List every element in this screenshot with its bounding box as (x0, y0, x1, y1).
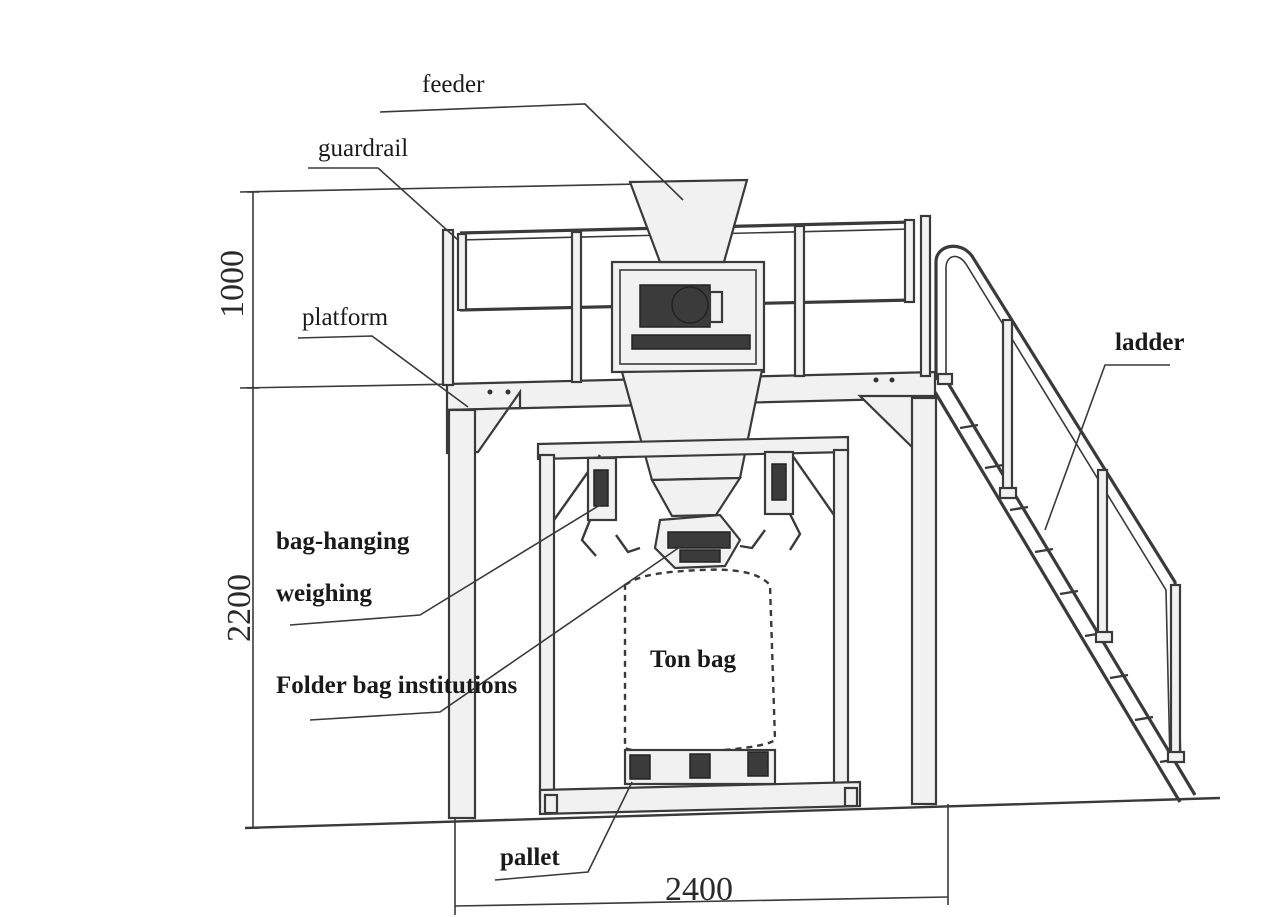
label-feeder: feeder (422, 71, 485, 98)
ladder (933, 244, 1197, 803)
weighing-head (653, 513, 742, 570)
label-guardrail: guardrail (318, 135, 408, 162)
pallet (623, 748, 777, 786)
dimension-width: 2400 (665, 871, 733, 908)
label-ladder: ladder (1115, 329, 1184, 356)
label-pallet: pallet (500, 844, 560, 871)
ground-line (244, 796, 1221, 830)
label-bag-hanging: bag-hanging (276, 528, 410, 555)
bag-hanging-hooks (580, 450, 802, 557)
label-folder-bag: Folder bag institutions (276, 672, 518, 699)
feeder-assembly (610, 178, 766, 518)
dimension-lower-height: 2200 (221, 574, 258, 642)
label-weighing: weighing (276, 580, 372, 607)
label-ton-bag: Ton bag (650, 646, 736, 673)
dimension-top-height: 1000 (214, 250, 251, 318)
leader-lines (289, 103, 1170, 881)
label-platform: platform (302, 304, 389, 331)
